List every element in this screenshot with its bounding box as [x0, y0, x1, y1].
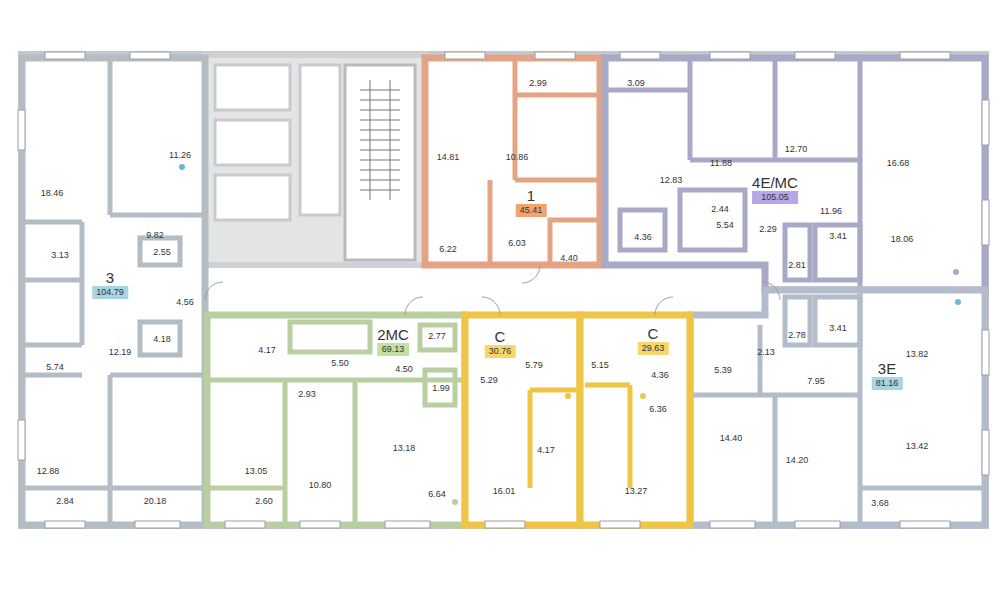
apartment-label: 4E/MC105.05 — [752, 175, 798, 204]
room-area: 2.44 — [711, 205, 729, 214]
room-area: 5.54 — [716, 221, 734, 230]
room-area: 2.13 — [757, 348, 775, 357]
room-area: 4.56 — [176, 298, 194, 307]
room-area: 2.93 — [298, 390, 316, 399]
room-area: 2.81 — [788, 261, 806, 270]
room-area: 12.70 — [785, 145, 808, 154]
room-area: 6.22 — [439, 245, 457, 254]
room-area: 4.17 — [537, 446, 555, 455]
apartment-area: 45.41 — [516, 204, 547, 217]
apartment-type: 3 — [92, 270, 128, 286]
apartment-label: C30.76 — [485, 329, 516, 358]
room-area: 5.29 — [480, 376, 498, 385]
room-area: 14.81 — [437, 153, 460, 162]
room-area: 18.46 — [41, 189, 64, 198]
room-area: 13.82 — [906, 350, 929, 359]
room-area: 14.20 — [786, 456, 809, 465]
room-area: 13.27 — [625, 487, 648, 496]
room-area: 6.03 — [508, 239, 526, 248]
room-area: 6.36 — [649, 405, 667, 414]
apartment-area: 30.76 — [485, 345, 516, 358]
apartment-label: 3104.79 — [92, 270, 128, 299]
apartment-type: 3E — [872, 361, 903, 377]
room-area: 3.13 — [51, 251, 69, 260]
room-area: 4.36 — [634, 233, 652, 242]
room-area: 4.17 — [258, 346, 276, 355]
room-area: 13.18 — [393, 444, 416, 453]
room-area: 3.41 — [829, 232, 847, 241]
room-area: 5.79 — [525, 361, 543, 370]
apartment-type: 1 — [516, 188, 547, 204]
room-area: 2.78 — [788, 331, 806, 340]
room-area: 11.96 — [820, 207, 842, 216]
room-area: 5.50 — [331, 359, 349, 368]
apartment-label: 3E81.16 — [872, 361, 903, 390]
apartment-area: 104.79 — [92, 286, 128, 299]
room-area: 11.26 — [169, 151, 191, 160]
room-area: 13.42 — [906, 442, 929, 451]
room-area: 9.82 — [146, 231, 164, 240]
room-area: 7.95 — [807, 377, 825, 386]
room-area: 13.05 — [245, 467, 268, 476]
room-area: 5.15 — [591, 361, 609, 370]
apartment-area: 69.13 — [377, 343, 409, 356]
room-area: 14.40 — [720, 434, 743, 443]
apartment-area: 105.05 — [752, 191, 798, 204]
room-area: 3.68 — [871, 499, 889, 508]
room-area: 2.84 — [56, 497, 74, 506]
room-area: 20.18 — [144, 497, 167, 506]
apartment-type: C — [485, 329, 516, 345]
room-area: 16.01 — [493, 487, 516, 496]
room-area: 4.40 — [560, 254, 578, 263]
apartment-area: 29.63 — [638, 342, 669, 355]
room-area: 4.36 — [651, 371, 669, 380]
room-area: 2.60 — [255, 497, 273, 506]
room-area: 3.09 — [627, 79, 645, 88]
apartment-label: 2MC69.13 — [377, 327, 409, 356]
room-area: 2.29 — [759, 225, 777, 234]
apartment-label: C29.63 — [638, 326, 669, 355]
apartment-area: 81.16 — [872, 377, 903, 390]
room-area: 10.86 — [506, 153, 529, 162]
room-area: 6.64 — [428, 490, 446, 499]
room-area: 5.39 — [714, 366, 732, 375]
room-area: 16.68 — [887, 159, 910, 168]
room-area: 11.88 — [710, 159, 732, 168]
room-area: 4.18 — [153, 335, 171, 344]
apartment-type: 4E/MC — [752, 175, 798, 191]
apartment-type: C — [638, 326, 669, 342]
room-area: 3.41 — [829, 324, 847, 333]
apartment-type: 2MC — [377, 327, 409, 343]
room-area: 18.06 — [891, 235, 914, 244]
room-area: 10.80 — [309, 481, 332, 490]
room-area: 12.83 — [660, 176, 683, 185]
room-area: 4.50 — [395, 365, 413, 374]
room-area: 12.19 — [109, 348, 132, 357]
apartment-label: 145.41 — [516, 188, 547, 217]
room-area: 2.55 — [153, 248, 171, 257]
room-area: 12.88 — [37, 467, 60, 476]
room-area: 1.99 — [432, 384, 450, 393]
room-area: 2.99 — [529, 79, 547, 88]
room-area: 5.74 — [46, 363, 64, 372]
room-area: 2.77 — [428, 332, 446, 341]
